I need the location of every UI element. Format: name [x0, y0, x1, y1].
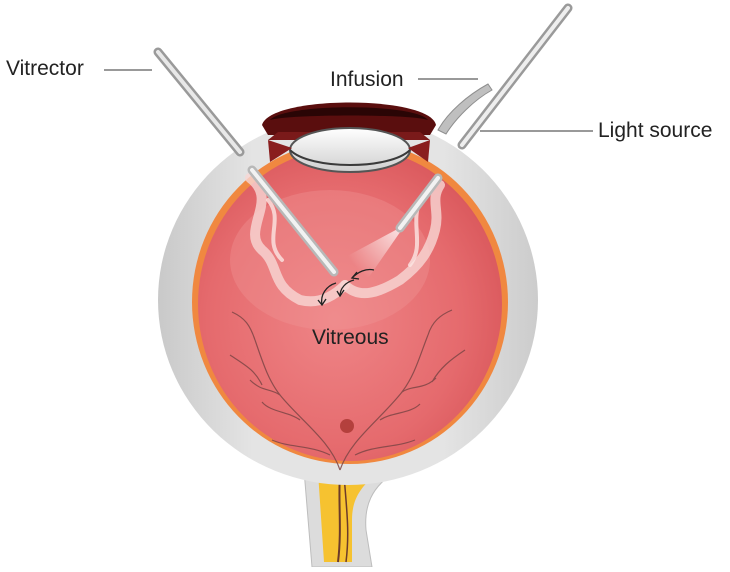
light-source-label: Light source	[598, 120, 712, 141]
infusion-cannula	[438, 84, 492, 134]
macula	[340, 419, 354, 433]
infusion-label: Infusion	[330, 69, 404, 90]
vitreous-label: Vitreous	[312, 327, 389, 348]
vitrector-label: Vitrector	[6, 58, 84, 79]
